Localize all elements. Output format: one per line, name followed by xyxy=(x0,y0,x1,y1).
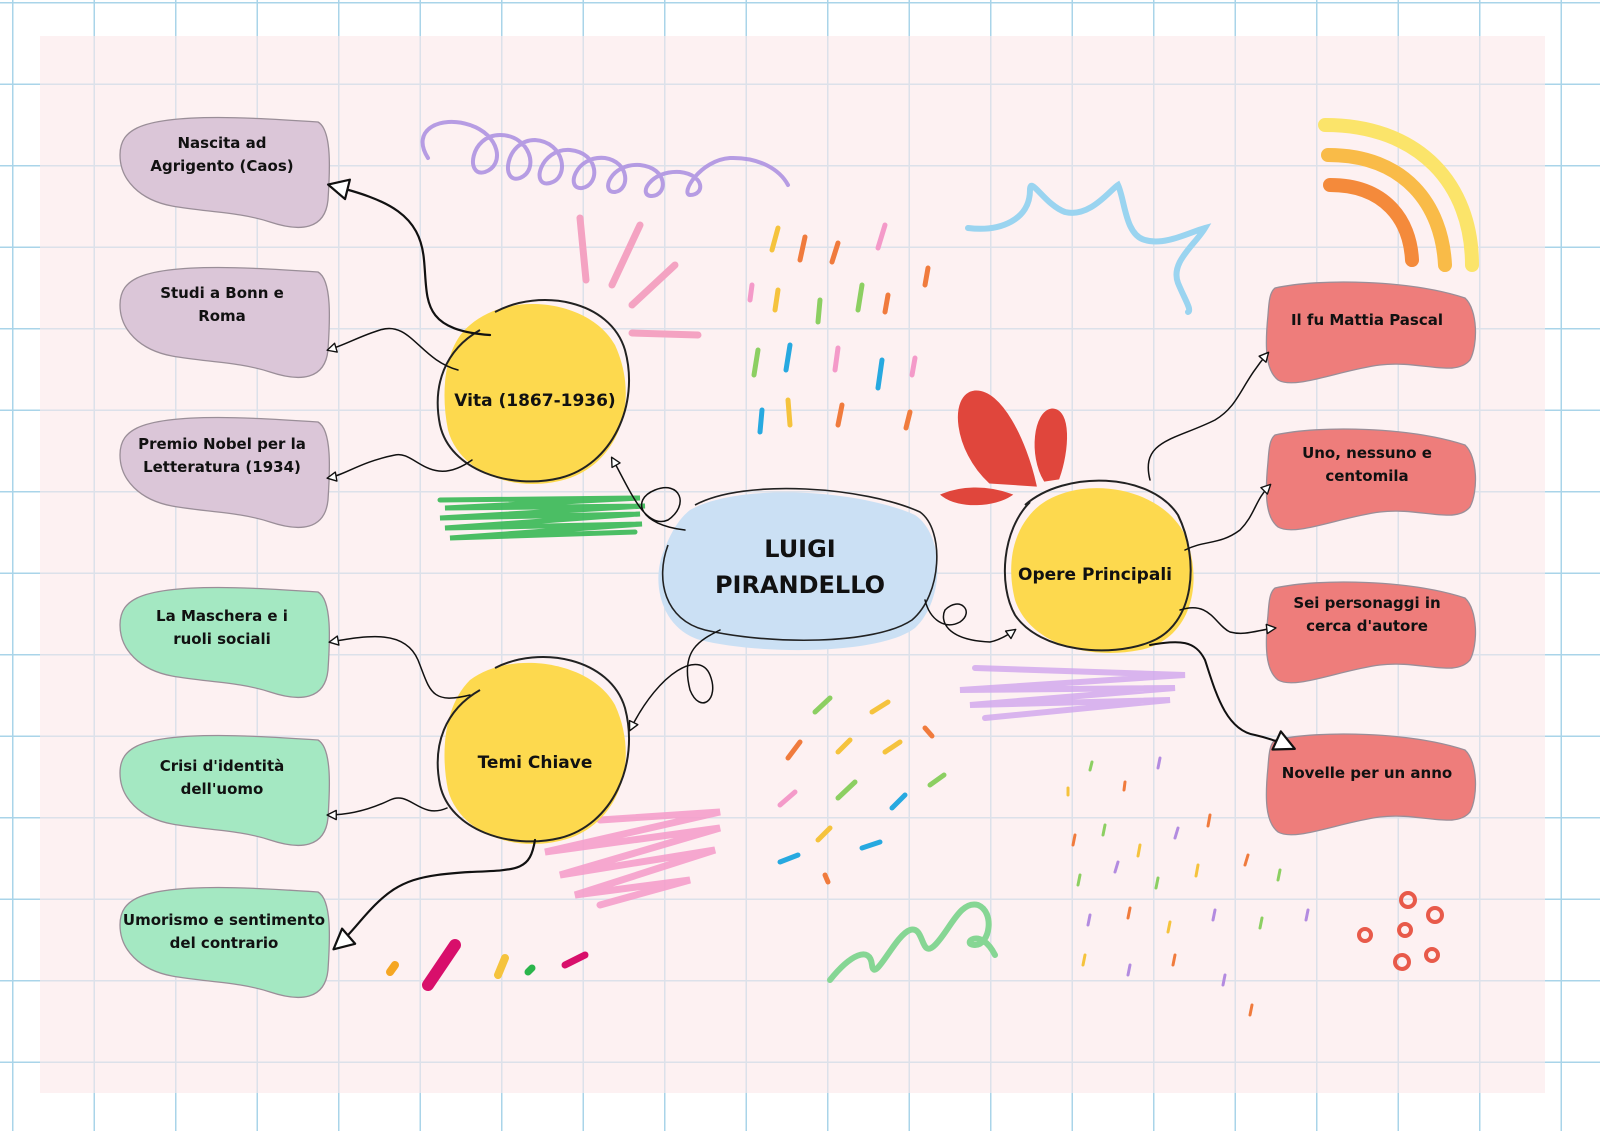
leaf-premio-nobel: Premio Nobel per la Letteratura (1934) xyxy=(138,435,306,476)
leaf-crisi-identita: Crisi d'identità dell'uomo xyxy=(159,757,285,798)
decoration-doodles xyxy=(420,118,1479,983)
leaf-uno-nessuno: Uno, nessuno e centomila xyxy=(1302,444,1432,485)
center-topic: LUIGI PIRANDELLO xyxy=(714,535,886,599)
decoration-dashes xyxy=(386,222,1444,1017)
branch-opere-principali: Opere Principali xyxy=(1018,565,1172,585)
leaf-mattia-pascal: Il fu Mattia Pascal xyxy=(1290,310,1444,329)
branch-temi-chiave: Temi Chiave xyxy=(477,753,593,773)
leaf-novelle: Novelle per un anno xyxy=(1281,763,1453,782)
hub-shapes xyxy=(436,299,1194,845)
leaf-sei-personaggi: Sei personaggi in cerca d'autore xyxy=(1293,594,1441,635)
leaf-studi: Studi a Bonn e Roma xyxy=(160,284,284,325)
leaf-nascita: Nascita ad Agrigento (Caos) xyxy=(150,134,294,175)
leaf-maschera: La Maschera e i ruoli sociali xyxy=(156,607,288,648)
branch-vita: Vita (1867-1936) xyxy=(454,391,616,411)
connectors xyxy=(326,178,1296,951)
leaf-umorismo: Umorismo e sentimento del contrario xyxy=(122,911,326,952)
